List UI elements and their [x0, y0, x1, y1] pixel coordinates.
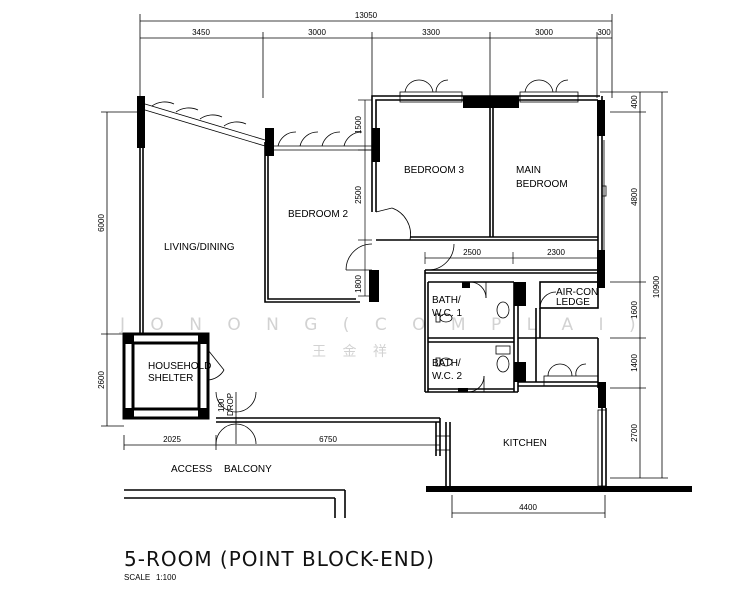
label-bath2-1: BATH/ — [432, 358, 461, 369]
scale-value: 1:100 — [156, 573, 177, 582]
dim-right-4: 1400 — [630, 354, 639, 372]
dim-inner-h2: 2300 — [547, 248, 565, 257]
scale-label: SCALE — [124, 573, 150, 582]
watermark-chinese: 王 金 祥 — [312, 344, 393, 360]
label-living-dining: LIVING/DINING — [164, 242, 235, 253]
plan-title: 5-ROOM (POINT BLOCK-END) — [124, 547, 435, 571]
label-access: ACCESS — [171, 464, 212, 475]
watermark-latin: J O N O N G ( C O M P L A I ) — [119, 315, 646, 335]
label-main-bedroom-1: MAIN — [516, 165, 541, 176]
windows — [144, 79, 607, 487]
dim-right-5: 2700 — [630, 424, 639, 442]
label-bedroom-2: BEDROOM 2 — [288, 209, 348, 220]
dim-inner-h1: 2500 — [463, 248, 481, 257]
label-shelter-2: SHELTER — [148, 373, 193, 384]
dim-right-3: 1600 — [630, 301, 639, 319]
right-dimension-chain — [600, 91, 668, 479]
label-drop-value: 100 — [217, 398, 226, 412]
label-drop: DROP — [226, 393, 235, 416]
label-aircon-2: LEDGE — [556, 297, 590, 308]
dim-top-3: 3300 — [422, 28, 440, 37]
bottom-dimension-chain — [123, 435, 606, 518]
dim-inner-v2: 2500 — [354, 186, 363, 204]
fixtures — [435, 301, 511, 373]
label-main-bedroom-2: BEDROOM — [516, 179, 568, 190]
label-bath1-1: BATH/ — [432, 295, 461, 306]
dim-bottom-2: 6750 — [319, 435, 337, 444]
dim-inner-v3: 1800 — [354, 275, 363, 293]
dim-overall-top: 13050 — [355, 11, 378, 20]
label-kitchen: KITCHEN — [503, 438, 547, 449]
dim-top-2: 3000 — [308, 28, 326, 37]
dim-top-1: 3450 — [192, 28, 210, 37]
dim-right-total: 10900 — [652, 275, 661, 298]
dim-right-2: 4800 — [630, 188, 639, 206]
dim-bottom-kitchen: 4400 — [519, 503, 537, 512]
dim-left-2: 2600 — [97, 371, 106, 389]
label-bedroom-3: BEDROOM 3 — [404, 165, 464, 176]
left-dimension-chain — [101, 111, 140, 427]
dim-bottom-1: 2025 — [163, 435, 181, 444]
label-aircon-1: AIR-CON — [556, 287, 598, 298]
top-dimension-chain — [139, 14, 613, 98]
label-balcony: BALCONY — [224, 464, 272, 475]
label-shelter-1: HOUSEHOLD — [148, 361, 211, 372]
dim-top-4: 3000 — [535, 28, 553, 37]
label-bath2-2: W.C. 2 — [432, 371, 462, 382]
label-bath1-2: W.C. 1 — [432, 308, 462, 319]
dim-right-1: 400 — [630, 95, 639, 109]
inner-dimension-lines — [358, 99, 599, 297]
dim-inner-v1: 1500 — [354, 116, 363, 134]
wall-columns — [124, 96, 692, 492]
dim-top-5: 300 — [597, 28, 611, 37]
dim-left-1: 6000 — [97, 214, 106, 232]
walls — [122, 95, 692, 518]
doors — [207, 207, 557, 445]
